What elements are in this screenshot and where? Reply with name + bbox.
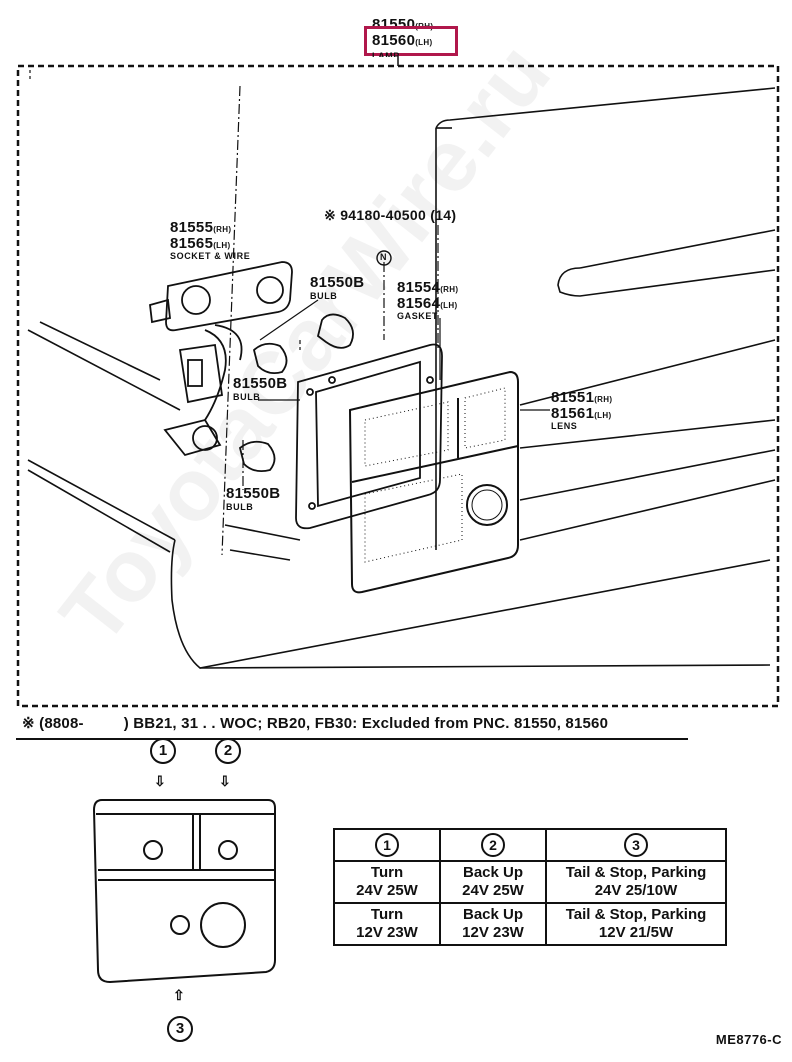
callout-bulb-top[interactable]: 81550B [310,274,365,291]
gasket [295,343,443,530]
label-gasket: GASKET [397,311,439,321]
table-header-row: 1 2 3 [333,828,727,862]
table-header-cell: 3 [545,828,727,862]
selection-highlight [364,26,458,56]
label-lens: LENS [551,421,578,431]
key-marker-2: 2 [215,738,241,764]
arrow-down-1-icon: ⇩ [154,773,166,789]
table-header-cell: 2 [439,828,547,862]
callout-gasket-rh[interactable]: 81554(RH) [397,279,459,296]
lamp-face-key [92,799,276,984]
callout-socket-lh[interactable]: 81565(LH) [170,235,231,252]
socket-wire-assembly [149,261,293,457]
arrow-down-2-icon: ⇩ [219,773,231,789]
callout-bulb-mid[interactable]: 81550B [233,375,288,392]
callout-lens-lh[interactable]: 81561(LH) [551,405,612,422]
key-marker-1: 1 [150,738,176,764]
label-socket-wire: SOCKET & WIRE [170,251,251,261]
n-marker: N [380,252,387,262]
arrow-up-3-icon: ⇧ [173,987,185,1003]
label-bulb-top: BULB [310,291,338,301]
callout-socket-rh[interactable]: 81555(RH) [170,219,232,236]
callout-lens-rh[interactable]: 81551(RH) [551,389,613,406]
illustration-code: ME8776-C [715,1032,782,1047]
bulbs [238,313,354,473]
applicability-note: ※ (8808-) BB21, 31 . . WOC; RB20, FB30: … [22,715,609,732]
vehicle-body [27,87,776,669]
label-bulb-low: BULB [226,502,254,512]
part-name-lamp: LAMP [372,51,400,57]
note-underline [16,738,688,740]
assembly-boundary [16,64,780,708]
part-number-lh-selected[interactable]: 81560(LH) [372,32,433,49]
callout-gasket-lh[interactable]: 81564(LH) [397,295,458,312]
callout-bulb-low[interactable]: 81550B [226,485,281,502]
callout-screw[interactable]: ※ 94180-40500 (14) [324,207,457,223]
key-marker-3: 3 [167,1016,193,1042]
table-header-cell: 1 [333,828,441,862]
lens [348,370,519,594]
label-bulb-mid: BULB [233,392,261,402]
